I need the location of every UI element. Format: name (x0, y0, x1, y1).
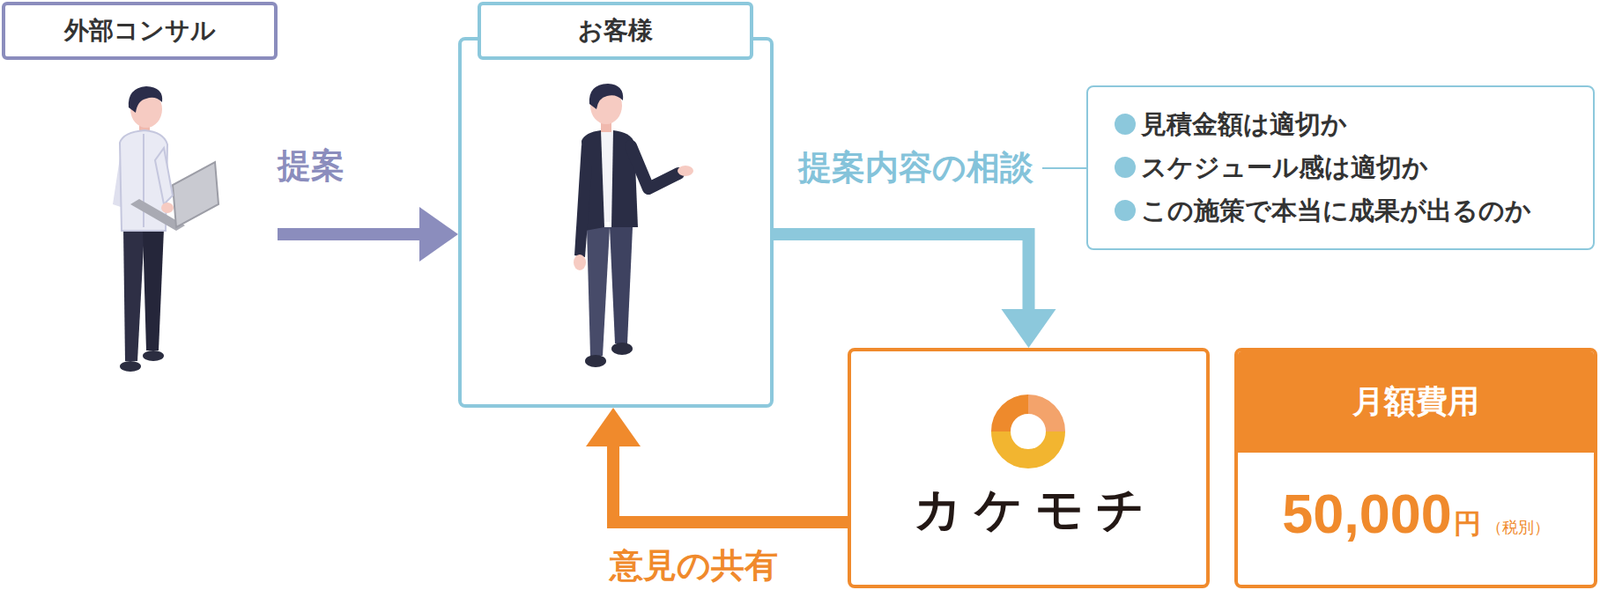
flow-arrow (585, 407, 848, 523)
flow-arrow (773, 234, 1057, 349)
price-row: 50,000円（税別） (1237, 452, 1594, 586)
edge-label: 提案内容の相談 (798, 148, 1034, 189)
figure-shoe (119, 361, 141, 372)
callout-box: 見積金額は適切かスケジュール感は適切かこの施策で本当に成果が出るのか (1086, 85, 1595, 251)
figure-shoe (585, 355, 607, 368)
price-unit: 円 (1453, 511, 1482, 539)
figure-shoe (142, 350, 164, 362)
brand-logo (1000, 404, 1056, 460)
logo-arc (1000, 431, 1056, 460)
figure-leg (123, 229, 145, 362)
figure-hand (161, 202, 174, 214)
figure-shoe (611, 342, 633, 356)
figure-leg (142, 229, 164, 351)
role-header: 外部コンサル (1, 1, 278, 60)
price-header: 月額費用 (1237, 351, 1594, 453)
figure-hair (128, 86, 163, 113)
arrow-line (773, 234, 1030, 311)
consultant-group: 外部コンサル (1, 1, 278, 383)
brand-name: カケモチ (851, 483, 1207, 537)
logo-arc (1000, 404, 1029, 432)
figure-arm (630, 146, 679, 189)
arrow-head (585, 407, 641, 447)
customer-figure (573, 83, 694, 368)
figure-hand (573, 254, 586, 271)
arrow-head (419, 207, 459, 262)
figure-hair (589, 83, 623, 110)
service-box: カケモチ (847, 348, 1210, 589)
arrow-line (613, 445, 848, 523)
price-box: 50,000円（税別）月額費用 (1234, 348, 1598, 589)
edge-label: 意見の共有 (609, 546, 778, 587)
role-header: お客様 (477, 1, 754, 60)
customer-box: お客様 (458, 37, 774, 408)
figure-hand (677, 165, 694, 177)
consultant-figure (112, 86, 219, 372)
check-item: スケジュール感は適切か (1140, 146, 1429, 190)
check-item: この施策で本当に成果が出るのか (1140, 189, 1532, 233)
arrow-line (277, 228, 421, 241)
figure-leg (586, 227, 610, 356)
price-amount: 50,000 (1281, 486, 1452, 542)
figure-leg (609, 227, 633, 344)
figure-arm (155, 148, 173, 205)
figure-arm (574, 144, 593, 258)
flow-arrow (277, 207, 459, 262)
arrow-head (1001, 309, 1057, 349)
price-note: （税別） (1486, 519, 1550, 536)
check-item: 見積金額は適切か (1140, 103, 1348, 147)
logo-arc (1028, 404, 1056, 432)
figure-placket (142, 133, 145, 228)
leader-line (1042, 167, 1087, 170)
laptop-screen (172, 162, 219, 228)
edge-label: 提案 (277, 146, 345, 187)
